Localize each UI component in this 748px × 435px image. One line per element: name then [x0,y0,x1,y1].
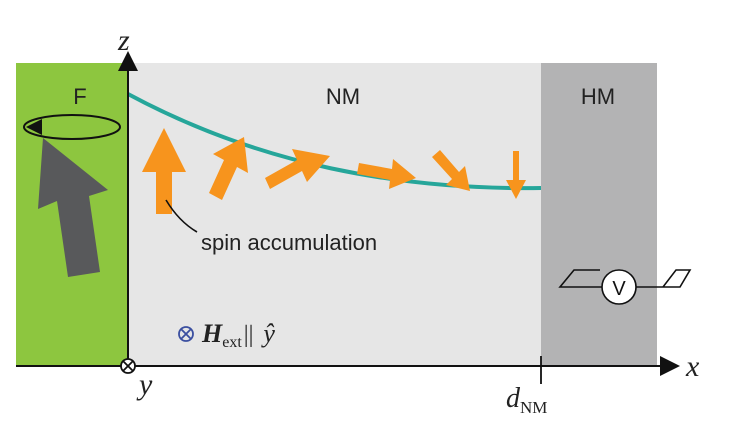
normal-metal-region [128,63,541,366]
spin-arrow-6 [506,151,526,199]
spin-accumulation-label: spin accumulation [201,230,377,255]
y-axis-into-page-icon [120,358,136,374]
spin-arrows [142,128,526,214]
y-axis-label: y [136,368,153,401]
x-axis-label: x [685,350,700,383]
spin-arrow-3 [265,149,330,189]
voltmeter-label: V [612,278,626,300]
spin-arrow-2 [209,137,248,200]
heavy-metal-region [541,63,657,366]
normal-metal-label: NM [326,84,360,109]
precession-ellipse [23,114,121,140]
ferromagnet-label: F [73,84,86,109]
spin-decay-curve [127,92,542,191]
spin-arrow-5 [432,150,470,191]
heavy-metal-label: HM [581,84,615,109]
spin-arrow-4 [357,159,416,189]
magnetization-arrow [38,138,108,277]
thickness-label: dNM [506,383,547,417]
voltmeter-circuit: V [558,269,692,305]
spin-arrow-1 [142,128,186,214]
field-marker-icon [178,326,194,342]
z-axis-label: z [117,24,130,57]
spin-accumulation-pointer [165,199,198,233]
voltmeter [601,269,637,305]
field-label: Hext||ŷ [201,319,275,351]
